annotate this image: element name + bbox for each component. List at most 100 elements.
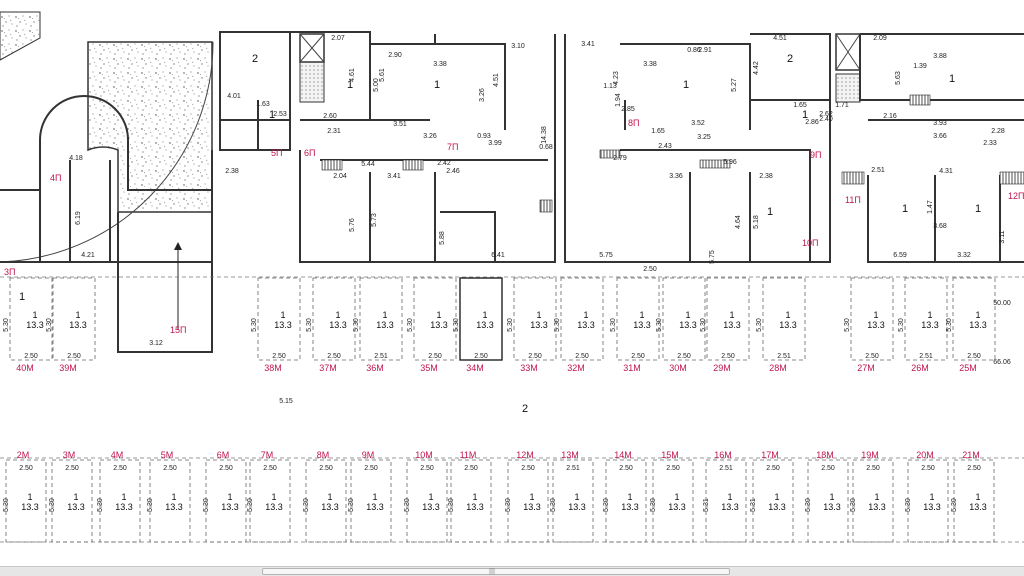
spot-area: 13.3 (633, 320, 651, 330)
parking-spot-outline (359, 277, 403, 361)
dimension-label: 1.65 (793, 102, 807, 109)
spot-label: 6M (217, 450, 230, 460)
spot-width: 2.50 (364, 465, 378, 472)
spot-label: 5M (161, 450, 174, 460)
parking-spot-outline (52, 277, 96, 361)
spot-width: 2.50 (821, 465, 835, 472)
dimension-label: 3.93 (933, 120, 947, 127)
spot-label: 39M (59, 363, 77, 373)
spot-width: 2.50 (521, 465, 535, 472)
entrance-label: 15П (170, 325, 186, 335)
parking-spot-outline (662, 277, 706, 361)
parking-spot-outline (450, 459, 492, 543)
spot-area: 13.3 (530, 320, 548, 330)
dimension-label: 1.39 (913, 63, 927, 70)
spot-area: 13.3 (721, 502, 739, 512)
dimension-label: 5.96 (723, 159, 737, 166)
spot-label: 20M (916, 450, 934, 460)
parking-spot-outline (257, 277, 301, 361)
parking-spot-outline (907, 459, 949, 543)
spot-label: 14M (614, 450, 632, 460)
parking-spot-outline (762, 277, 806, 361)
spot-room-number: 1 (674, 492, 679, 502)
dimension-label: 2.42 (437, 160, 451, 167)
spot-depth: 5.31 (703, 498, 710, 512)
spot-room-number: 1 (482, 310, 487, 320)
spot-depth: 5.30 (3, 318, 10, 332)
dimension-label: 2.38 (225, 168, 239, 175)
spot-label: 13M (561, 450, 579, 460)
spot-width: 2.51 (919, 353, 933, 360)
spot-depth: 5.30 (448, 498, 455, 512)
dimension-label: 4.64 (735, 215, 742, 229)
parking-spot-outline (5, 459, 47, 543)
parking-spot-outline (406, 459, 448, 543)
spot-depth: 5.30 (507, 318, 514, 332)
parking-spot-outline (953, 459, 995, 543)
dimension-label: 5.75 (709, 250, 716, 264)
spot-room-number: 1 (280, 310, 285, 320)
spot-width: 2.50 (474, 353, 488, 360)
dimension-label: 2.31 (327, 128, 341, 135)
dimension-label: 2.60 (323, 113, 337, 120)
parking-spot-outline (507, 459, 549, 543)
spot-width: 2.50 (575, 353, 589, 360)
spot-room-number: 1 (32, 310, 37, 320)
spot-label: 33M (520, 363, 538, 373)
entrance-label: 8П (628, 118, 639, 128)
dimension-label: 4.01 (227, 93, 241, 100)
room-number: 1 (802, 109, 808, 121)
spot-depth: 5.30 (453, 318, 460, 332)
room-number: 1 (347, 79, 353, 91)
spot-label: 29M (713, 363, 731, 373)
spot-area: 13.3 (823, 502, 841, 512)
spot-area: 13.3 (969, 320, 987, 330)
dimension-label: 2.33 (983, 140, 997, 147)
room-number: 1 (975, 203, 981, 215)
dimension-label: 3.12 (149, 340, 163, 347)
dimension-label: 3.11 (999, 230, 1006, 243)
spot-depth: 5.30 (700, 318, 707, 332)
spot-area: 13.3 (69, 320, 87, 330)
spot-area: 13.3 (668, 502, 686, 512)
parking-row-lower: 2M2.50113.35.303M2.50113.35.304M2.50113.… (3, 450, 995, 543)
dimension-label: 5.75 (599, 252, 613, 259)
dimension-label: 1.63 (256, 101, 270, 108)
room-number: 1 (767, 206, 773, 218)
scrollbar-thumb[interactable]: ||| (262, 568, 730, 575)
spot-depth: 5.30 (656, 318, 663, 332)
parking-spot-outline (459, 277, 503, 361)
dimension-label: 2.16 (883, 113, 897, 120)
spot-depth: 5.30 (805, 498, 812, 512)
spot-label: 37M (319, 363, 337, 373)
horizontal-scrollbar[interactable]: ||| (0, 566, 1024, 576)
spot-area: 13.3 (376, 320, 394, 330)
entrance-label: 6П (304, 148, 315, 158)
spot-width: 2.50 (263, 465, 277, 472)
parking-spot-outline (9, 277, 53, 361)
dimension-label: 4.42 (753, 61, 760, 75)
spot-depth: 5.31 (750, 498, 757, 512)
dimension-label: 3.41 (581, 41, 595, 48)
spot-width: 2.50 (319, 465, 333, 472)
spot-depth: 5.30 (247, 498, 254, 512)
dimension-label: 5.00 (373, 78, 380, 92)
parking-spot-outline (705, 459, 747, 543)
spot-area: 13.3 (568, 502, 586, 512)
dimension-label: 2.53 (273, 111, 287, 118)
room-number: 2 (252, 53, 258, 65)
spot-width: 2.50 (327, 353, 341, 360)
spot-room-number: 1 (327, 492, 332, 502)
spot-width: 2.50 (967, 465, 981, 472)
spot-width: 2.50 (428, 353, 442, 360)
